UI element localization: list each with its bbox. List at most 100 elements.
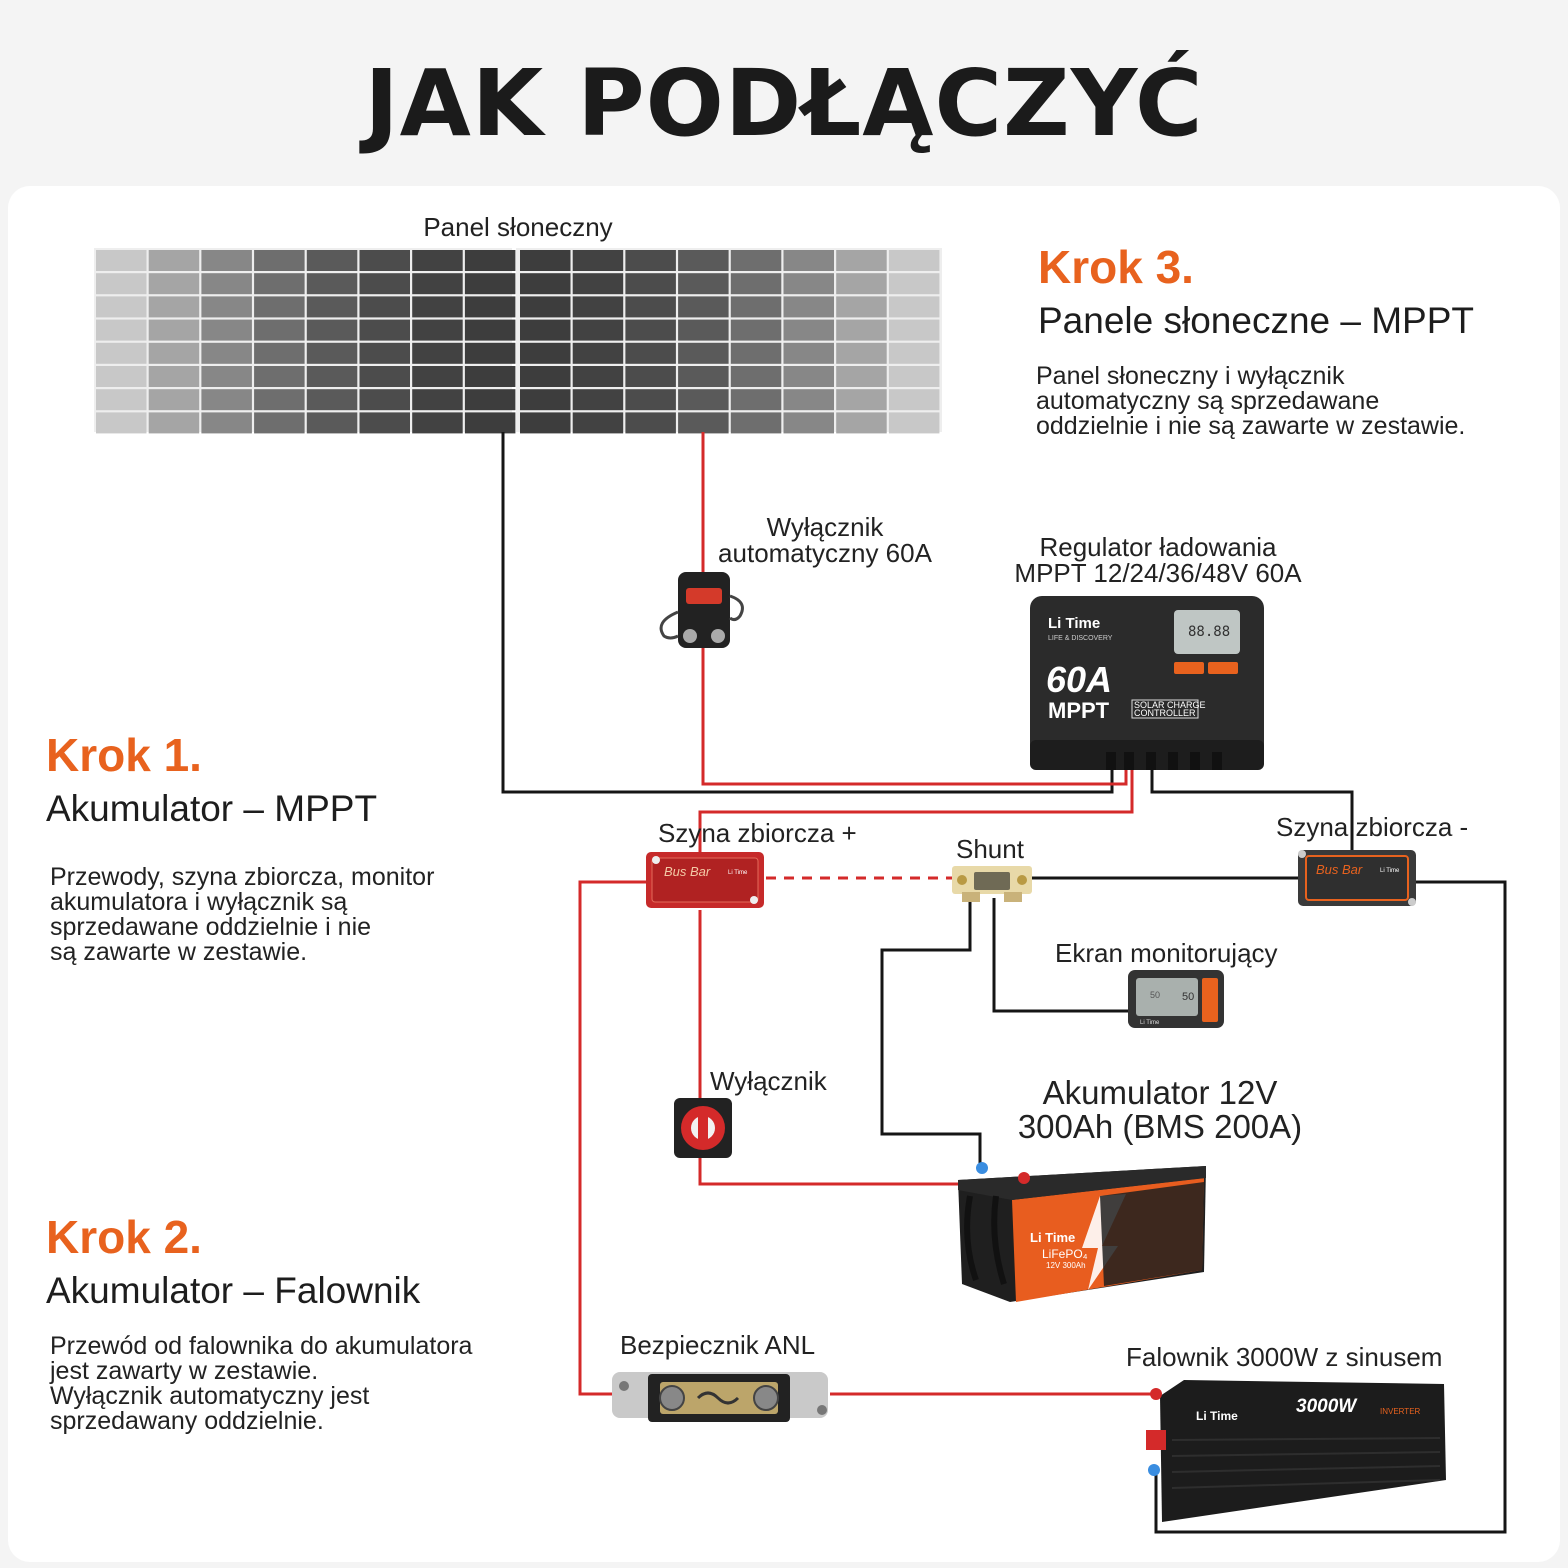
busbar-negative [1298, 850, 1416, 906]
busbar-positive [646, 852, 764, 908]
solar-cell [520, 273, 571, 295]
solar-cell [254, 250, 305, 271]
solar-cell [888, 319, 940, 341]
inverter-label: Falownik 3000W z sinusem [1126, 1342, 1443, 1372]
solar-cell [783, 296, 834, 318]
solar-cell [464, 296, 516, 318]
solar-cell [306, 342, 358, 364]
solar-cell [520, 412, 571, 434]
solar-cell [730, 273, 782, 295]
mppt-rating-text: 60A [1046, 659, 1112, 700]
solar-cell [201, 296, 252, 318]
battery-label: Akumulator 12V 300Ah (BMS 200A) [1017, 1074, 1303, 1145]
solar-cell [730, 342, 782, 364]
solar-cell [306, 389, 358, 411]
solar-cell [148, 250, 200, 271]
solar-panel [94, 248, 942, 434]
solar-cell [836, 273, 887, 295]
step1-heading: Krok 1. [46, 729, 202, 781]
busbar-plus-text: Bus Bar [664, 864, 711, 879]
solar-cell [464, 342, 516, 364]
solar-cell [254, 389, 305, 411]
solar-cell [625, 389, 676, 411]
solar-cell [359, 342, 410, 364]
solar-cell [359, 366, 410, 387]
solar-cell [730, 389, 782, 411]
mppt-badge1-text: SOLAR CHARGE [1134, 700, 1206, 710]
solar-cell [520, 389, 571, 411]
solar-cell [359, 296, 410, 318]
shunt [952, 866, 1032, 902]
step3-description: Panel słoneczny i wyłącznik automatyczny… [1036, 362, 1466, 440]
solar-cell [572, 389, 624, 411]
mppt-tagline-text: LIFE & DISCOVERY [1048, 635, 1113, 642]
solar-cell [254, 412, 305, 434]
solar-cell [836, 250, 887, 271]
solar-cell [520, 319, 571, 341]
solar-cell [625, 296, 676, 318]
mppt-type-text: MPPT [1048, 698, 1110, 723]
inverter-type-text: INVERTER [1380, 1407, 1421, 1416]
solar-cell [520, 296, 571, 318]
anl-fuse-label: Bezpiecznik ANL [620, 1330, 816, 1360]
solar-cell [520, 250, 571, 271]
mppt-label: Regulator ładowania MPPT 12/24/36/48V 60… [1014, 532, 1302, 588]
solar-cell [148, 296, 200, 318]
solar-cell [625, 412, 676, 434]
monitor-right-value: 50 [1182, 991, 1194, 1003]
solar-cell [148, 366, 200, 387]
solar-cell [783, 342, 834, 364]
solar-cell [96, 319, 147, 341]
solar-cell [464, 389, 516, 411]
solar-cell [96, 250, 147, 271]
solar-cell [412, 412, 463, 434]
step3-subtitle: Panele słoneczne – MPPT [1038, 300, 1475, 341]
solar-cell [888, 389, 940, 411]
solar-cell [678, 273, 729, 295]
lifepo4-battery [958, 1162, 1206, 1302]
battery-chem-text: LiFePO₄ [1042, 1247, 1088, 1261]
step1-description: Przewody, szyna zbiorcza, monitor akumul… [50, 863, 435, 966]
solar-cell [254, 366, 305, 387]
solar-cell [96, 342, 147, 364]
page-title: JAK PODŁĄCZYĆ [364, 50, 1204, 157]
negative-wires [501, 432, 1507, 1534]
solar-cell [730, 366, 782, 387]
solar-cell [572, 366, 624, 387]
solar-cell [412, 273, 463, 295]
mppt-badge2-text: CONTROLLER [1134, 708, 1196, 718]
solar-cell [148, 319, 200, 341]
solar-cell [520, 366, 571, 387]
busbar-minus-label: Szyna zbiorcza - [1276, 812, 1469, 842]
solar-cell [306, 366, 358, 387]
solar-cell [572, 250, 624, 271]
solar-cell [836, 389, 887, 411]
solar-cell [201, 342, 252, 364]
solar-cell [572, 342, 624, 364]
circuit-breaker-60a [659, 572, 744, 648]
solar-cell [254, 273, 305, 295]
solar-cell [254, 296, 305, 318]
solar-cell [464, 412, 516, 434]
solar-cell [148, 273, 200, 295]
anl-fuse [612, 1372, 828, 1422]
solar-cell [96, 412, 147, 434]
step2-description: Przewód od falownika do akumulatora jest… [50, 1332, 473, 1435]
solar-cell [201, 412, 252, 434]
solar-cell [783, 389, 834, 411]
solar-cell [836, 342, 887, 364]
positive-wires [578, 432, 1154, 1396]
solar-cell [888, 273, 940, 295]
solar-cell [306, 412, 358, 434]
solar-cell [464, 250, 516, 271]
solar-cell [96, 296, 147, 318]
solar-cell [520, 342, 571, 364]
solar-panel-label: Panel słoneczny [423, 212, 613, 242]
solar-cell [148, 412, 200, 434]
solar-cell [412, 342, 463, 364]
solar-cell [572, 319, 624, 341]
solar-cell [730, 319, 782, 341]
mppt-lcd-text: 88.88 [1188, 624, 1230, 640]
solar-cell [783, 412, 834, 434]
